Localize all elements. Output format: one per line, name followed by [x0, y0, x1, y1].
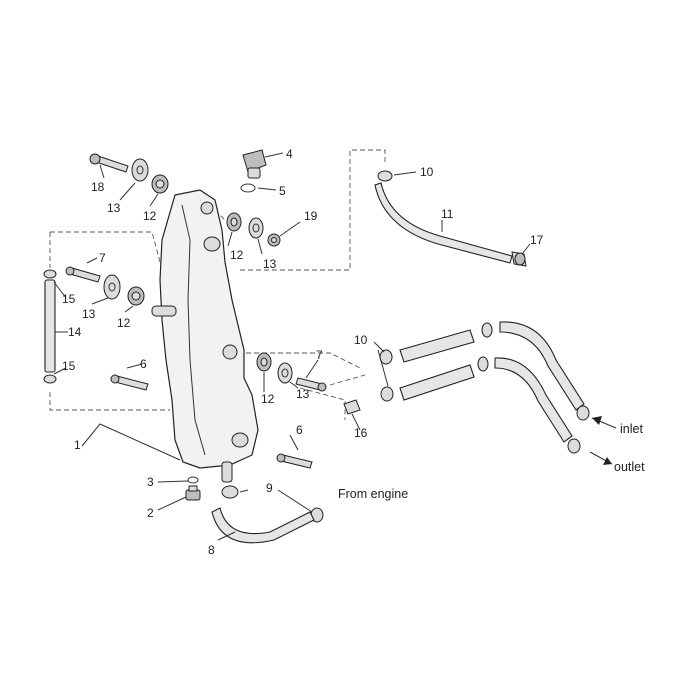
part-14-tube — [43, 269, 57, 384]
part-8-hose — [211, 507, 315, 544]
part-11-hose — [374, 182, 513, 264]
inlet-arrow — [591, 416, 617, 429]
oil-tank — [151, 189, 259, 483]
part-number-11: 11 — [441, 207, 454, 221]
tube-lower — [399, 364, 475, 401]
outlet-arrow — [589, 451, 613, 465]
part-number-10: 10 — [420, 165, 434, 179]
part-13-washer-left — [103, 274, 121, 300]
outlet-hose — [494, 357, 581, 454]
part-number-15: 15 — [62, 359, 76, 373]
part-5-o-ring — [240, 183, 256, 193]
part-number-12: 12 — [230, 248, 244, 262]
part-number-14: 14 — [68, 325, 82, 339]
part-7-bolt-mid — [295, 377, 327, 392]
part-number-15: 15 — [62, 292, 76, 306]
part-3-seal — [187, 476, 199, 484]
part-number-4: 4 — [286, 147, 293, 161]
part-number-12: 12 — [261, 392, 275, 406]
part-number-6: 6 — [140, 357, 147, 371]
part-number-12: 12 — [117, 316, 131, 330]
part-4-filler-cap — [242, 149, 267, 179]
part-10-clamp-mid-lower — [380, 386, 394, 402]
part-6-bolt-left — [110, 374, 149, 391]
part-2-drain-plug — [185, 485, 201, 501]
tube-upper — [399, 329, 475, 363]
part-number-13: 13 — [263, 257, 277, 271]
part-number-13: 13 — [107, 201, 121, 215]
part-10-clamp-top — [377, 170, 393, 182]
part-12-spacer-left — [127, 286, 145, 306]
outlet-label: outlet — [614, 460, 645, 474]
part-17-cap — [511, 251, 527, 267]
part-number-labels: 1 2 3 4 5 6 6 7 7 8 9 10 10 11 12 12 12 … — [62, 147, 544, 557]
part-7-bolt-left — [65, 266, 101, 283]
part-number-3: 3 — [147, 475, 154, 489]
part-13-washer-mid — [277, 362, 293, 384]
part-number-6: 6 — [296, 423, 303, 437]
part-6-bolt-bottom — [276, 453, 313, 469]
part-number-9: 9 — [266, 481, 273, 495]
inlet-hose — [499, 321, 590, 421]
part-number-10: 10 — [354, 333, 368, 347]
part-number-19: 19 — [304, 209, 318, 223]
part-number-16: 16 — [354, 426, 368, 440]
leader-lines — [53, 152, 531, 541]
part-13-washer-top — [131, 158, 149, 182]
flow-labels: From engine inlet outlet — [338, 422, 645, 501]
part-number-8: 8 — [208, 543, 215, 557]
part-12-spacer-right — [226, 212, 242, 232]
part-number-12: 12 — [143, 209, 157, 223]
part-number-18: 18 — [91, 180, 105, 194]
part-number-5: 5 — [279, 184, 286, 198]
part-number-2: 2 — [147, 506, 154, 520]
part-18-bolt — [89, 153, 129, 173]
right-clamps — [477, 322, 493, 372]
part-number-13: 13 — [82, 307, 96, 321]
part-number-13: 13 — [296, 387, 310, 401]
inlet-label: inlet — [620, 422, 643, 436]
part-number-7: 7 — [99, 251, 106, 265]
part-12-spacer-top — [151, 174, 169, 194]
part-12-spacer-mid — [256, 352, 272, 372]
part-number-17: 17 — [530, 233, 544, 247]
part-number-7: 7 — [316, 348, 323, 362]
from-engine-label: From engine — [338, 487, 408, 501]
part-19-nut — [267, 233, 281, 247]
part-9-clamp-left — [221, 485, 239, 499]
part-16-fitting — [343, 399, 361, 415]
part-number-1: 1 — [74, 438, 81, 452]
part-13-washer-right — [248, 217, 264, 239]
